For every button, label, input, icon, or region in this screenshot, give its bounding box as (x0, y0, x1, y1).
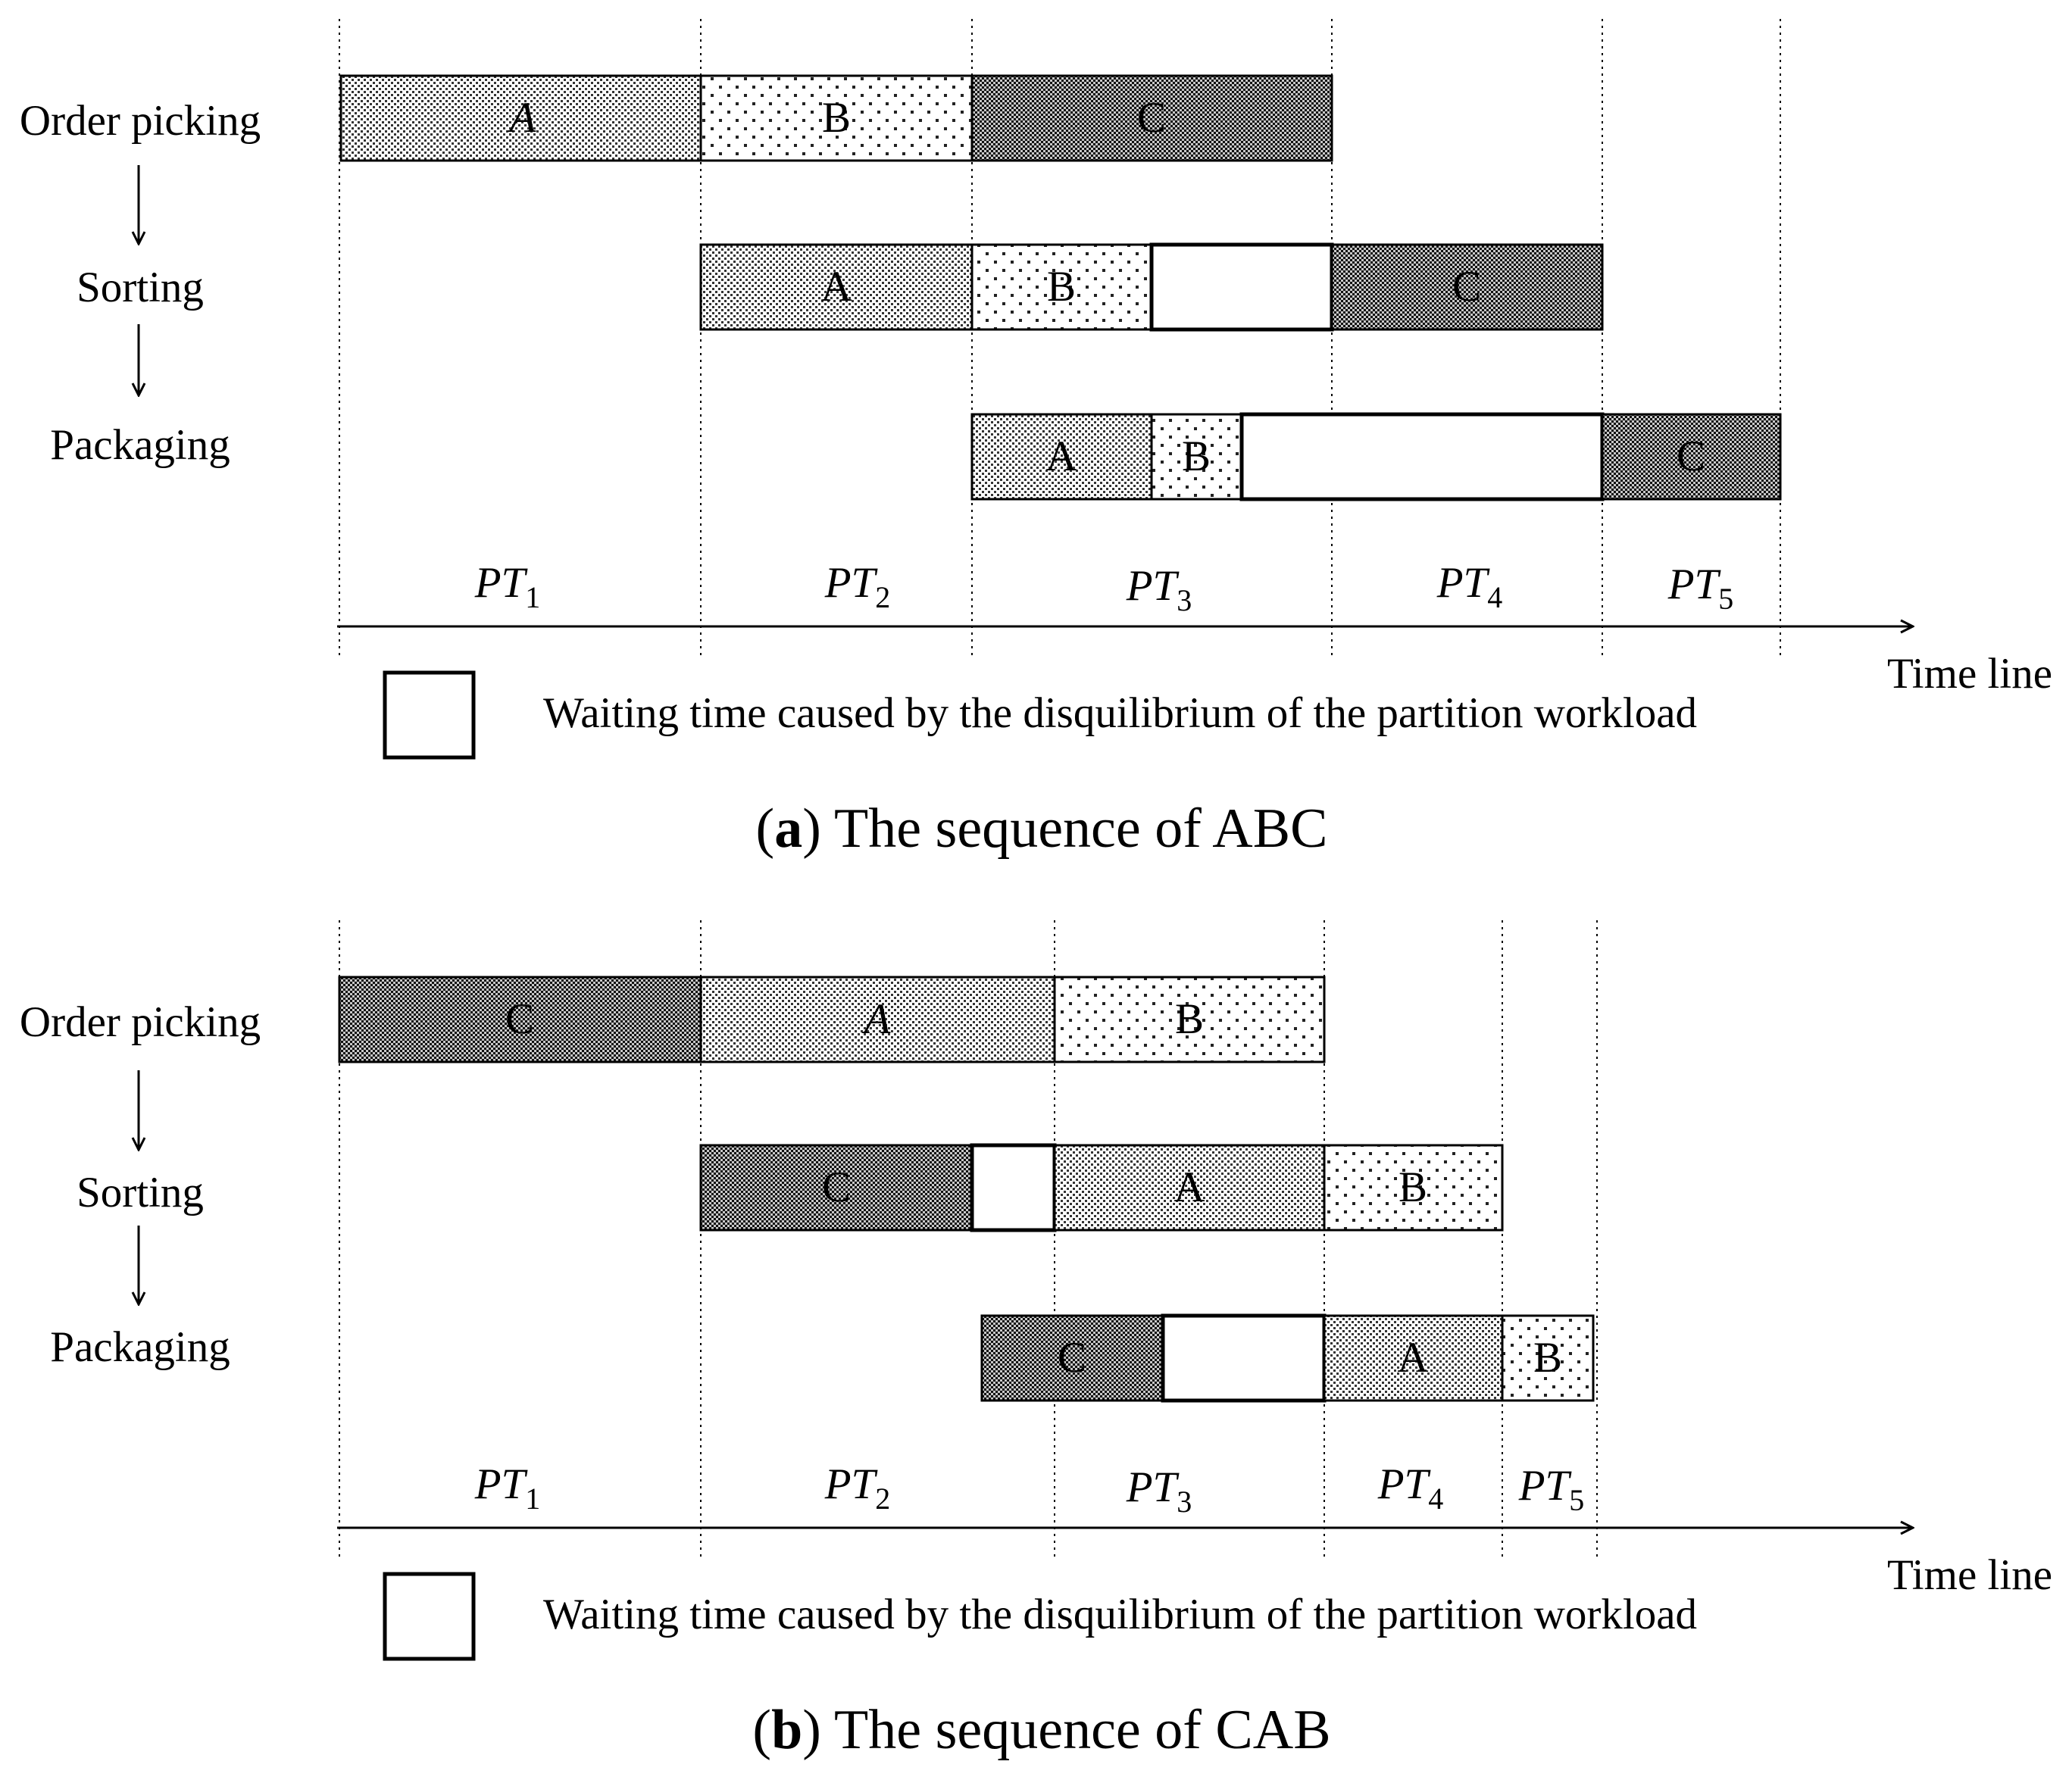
waiting-bar (1239, 412, 1605, 501)
period-label: PT2 (824, 1460, 891, 1516)
panel-caption: (a) The sequence of ABC (756, 798, 1328, 860)
task-label: B (1175, 995, 1204, 1043)
task-bar (699, 976, 1056, 1063)
period-label: PT4 (1377, 1460, 1444, 1516)
waiting-bar (1161, 1313, 1327, 1403)
period-label: PT1 (474, 1460, 541, 1516)
waiting-bar (970, 1143, 1057, 1232)
task-bar (1323, 1144, 1504, 1232)
task-bar (339, 74, 702, 162)
panel-b: Order picking Sorting Packaging C A B C … (20, 920, 2052, 1761)
waiting-bar (1149, 242, 1334, 332)
panel-a: Order picking Sorting Packaging A B C A … (20, 19, 2052, 860)
gantt-row-sorting: A B C (699, 242, 1604, 332)
gantt-row-order-picking: C A B (338, 976, 1326, 1063)
task-label: B (822, 94, 851, 142)
task-bar (1330, 243, 1604, 331)
stage-label-sorting: Sorting (77, 1169, 204, 1216)
period-dividers (339, 19, 1781, 657)
task-label: C (1452, 263, 1481, 311)
task-label: A (1397, 1334, 1428, 1382)
task-bar (1053, 976, 1326, 1063)
stage-label-order-picking: Order picking (20, 97, 261, 145)
task-bar (1323, 1314, 1504, 1402)
task-bar (980, 1314, 1164, 1402)
task-bar (1601, 413, 1782, 501)
stage-label-order-picking: Order picking (20, 998, 261, 1046)
task-bar (1501, 1314, 1595, 1402)
time-axis-label: Time line (1887, 1551, 2052, 1599)
task-bar (970, 74, 1333, 162)
task-label: C (1137, 94, 1166, 142)
task-label: C (1677, 433, 1705, 480)
task-label: C (822, 1163, 851, 1211)
legend-waiting-swatch (383, 1572, 476, 1661)
task-label: A (861, 995, 892, 1043)
legend-text: Waiting time caused by the disquilibrium… (543, 1591, 1697, 1638)
stage-label-packaging: Packaging (50, 1323, 230, 1371)
stage-label-packaging: Packaging (50, 421, 230, 469)
time-axis-label: Time line (1887, 650, 2052, 698)
task-label: B (1182, 433, 1211, 480)
task-label: B (1047, 263, 1076, 311)
gantt-row-packaging: A B C (970, 412, 1782, 501)
stage-label-sorting: Sorting (77, 264, 204, 311)
task-bar (699, 1144, 973, 1232)
gantt-row-order-picking: A B C (339, 74, 1333, 162)
period-label: PT1 (474, 559, 541, 614)
panel-caption: (b) The sequence of CAB (752, 1699, 1330, 1761)
legend-waiting-swatch (383, 670, 476, 760)
period-label: PT3 (1126, 562, 1192, 617)
gantt-row-sorting: C A B (699, 1143, 1504, 1232)
gantt-row-packaging: C A B (980, 1313, 1595, 1403)
task-bar (338, 976, 702, 1063)
task-bar (699, 243, 973, 331)
task-label: B (1533, 1334, 1562, 1382)
task-label: B (1399, 1163, 1427, 1211)
task-label: A (1045, 433, 1077, 480)
period-label: PT3 (1126, 1463, 1192, 1519)
period-label: PT2 (824, 559, 891, 614)
task-label: A (1174, 1163, 1205, 1211)
task-label: A (507, 94, 537, 142)
period-label: PT5 (1518, 1462, 1585, 1517)
period-label: PT5 (1667, 561, 1734, 616)
period-label: PT4 (1436, 559, 1503, 614)
period-dividers (339, 920, 1598, 1560)
task-label: C (505, 995, 534, 1043)
task-label: C (1058, 1334, 1086, 1382)
legend-text: Waiting time caused by the disquilibrium… (543, 689, 1697, 737)
task-bar (699, 74, 973, 162)
task-label: A (820, 263, 852, 311)
